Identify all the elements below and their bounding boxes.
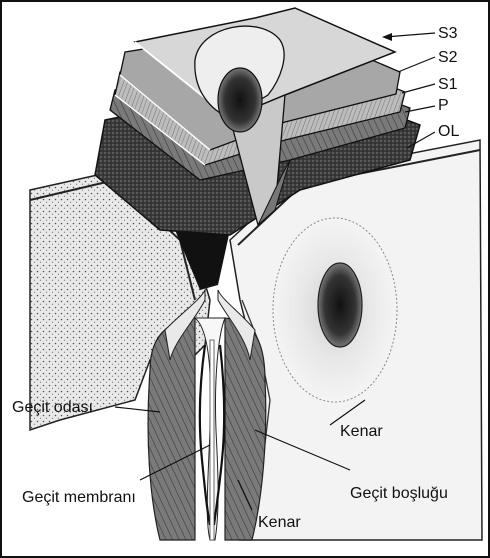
pit-right-border (273, 218, 397, 402)
label-kenar-bottom: Kenar (258, 514, 301, 531)
label-s2: S2 (438, 49, 458, 66)
label-gecit-membrani: Geçit membranı (22, 489, 136, 506)
label-ol: OL (438, 123, 459, 140)
label-gecit-boslugu: Geçit boşluğu (350, 485, 448, 502)
label-p: P (438, 97, 449, 114)
label-s1: S1 (438, 76, 458, 93)
label-kenar-right: Kenar (340, 423, 383, 440)
label-s3: S3 (438, 25, 458, 42)
label-gecit-odasi: Geçit odası (12, 399, 93, 416)
